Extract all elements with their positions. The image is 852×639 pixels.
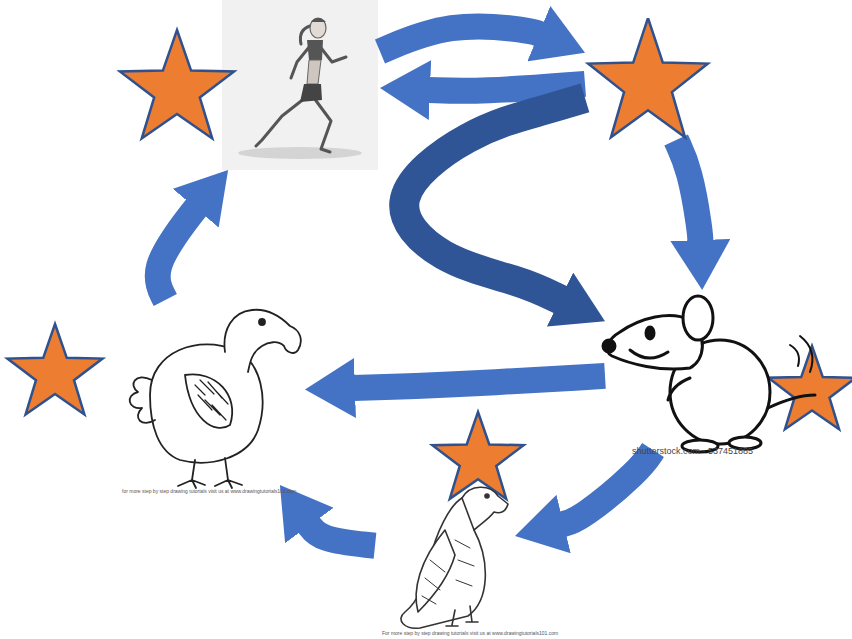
cycle-arrow bbox=[428, 84, 585, 91]
mouse-node bbox=[605, 290, 805, 450]
cycle-arrow bbox=[353, 376, 605, 388]
dodo-illustration bbox=[130, 310, 301, 488]
cycle-arrow bbox=[404, 98, 585, 300]
cycle-arrow bbox=[158, 207, 197, 300]
watermark-text: shutterstock.com · 537451885 bbox=[632, 447, 753, 456]
star-outline bbox=[585, 18, 711, 140]
dodo-node bbox=[120, 300, 305, 485]
mouse-illustration bbox=[603, 296, 815, 452]
cycle-arrow bbox=[308, 524, 375, 546]
star-symbols bbox=[7, 30, 852, 499]
eagle-node bbox=[375, 478, 515, 628]
star-node bbox=[585, 18, 711, 140]
runner-node bbox=[220, 0, 380, 170]
star-shape bbox=[588, 18, 708, 137]
cycle-arrow bbox=[380, 26, 541, 51]
runner-illustration bbox=[222, 0, 378, 170]
watermark-text: For more step by step drawing tutorials … bbox=[382, 631, 558, 636]
cycle-arrow bbox=[676, 140, 700, 242]
cycle-arrow bbox=[562, 450, 653, 524]
eagle-illustration bbox=[401, 487, 508, 628]
watermark-text: for more step by step drawing tutorials … bbox=[122, 489, 297, 494]
